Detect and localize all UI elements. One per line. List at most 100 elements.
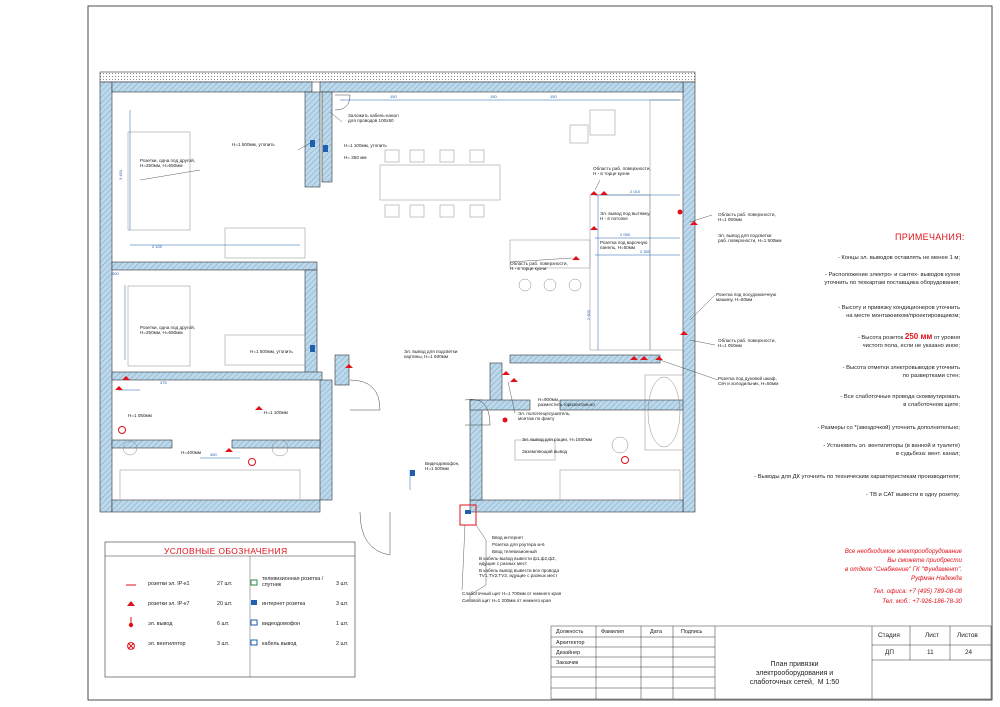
legend-left-label-4: эл. вентилятор (148, 641, 186, 647)
tb-header-name: Фамилия (601, 629, 624, 635)
note-9: - Выводы для ДК уточнить по техническим … (754, 474, 960, 480)
label-intercom: Видеодомофон, Н=1 500мм (425, 461, 460, 472)
sheet-border (87, 5, 993, 701)
svg-text:150: 150 (390, 94, 397, 99)
svg-text:450: 450 (210, 452, 217, 457)
legend-left-count-1: 27 шт. (217, 581, 233, 587)
legend-right-count-2: 3 шт. (336, 601, 349, 607)
label-panel-2: Розетка для роутера м-6 (492, 542, 545, 547)
label-kitchen-surface-2: Область раб. поверхности, Н - в торце ку… (510, 261, 568, 272)
label-panel-1: Ввод интернет (492, 535, 524, 540)
label-panel-3: Ввод телевизионный (492, 549, 537, 554)
label-bed2-sockets: Розетки, одна под другой, Н=250мм, Н=650… (140, 325, 195, 336)
legend-right-label-3: видеодомофон (262, 621, 301, 627)
svg-text:150: 150 (490, 94, 497, 99)
label-kitchen-surface-1: Область раб. поверхности, Н - в торце ку… (593, 166, 651, 177)
legend-left-label-2: розетки эл. IP-к7 (148, 601, 190, 607)
note-7: - Размеры со *(звездочкой) уточнить допо… (817, 425, 960, 431)
svg-text:2 050: 2 050 (620, 232, 631, 237)
tb-drawing-title: План привязки электрооборудования и слаб… (749, 661, 840, 686)
facade-strip (99, 71, 696, 83)
intercom-icon (250, 619, 258, 626)
legend-right-label-1: телевизионная розетка / спутник (262, 576, 324, 588)
svg-text:2 010: 2 010 (630, 189, 641, 194)
ventilator-icon (127, 642, 135, 650)
label-panel-5: В кабель вывод вывести все провода TV1,T… (479, 568, 559, 579)
tb-row-customer: Заказчик (556, 660, 579, 666)
sockets (115, 191, 698, 466)
legend-frame (104, 541, 356, 678)
legend-right-count-4: 2 шт. (336, 641, 349, 647)
tb-header-sign: Подпись (681, 629, 703, 635)
label-towel: Эл. полотенцесушитель, монтаж по факту (518, 411, 571, 422)
contact-line-3: в отделе "Снабжение" ГК "Фундамент". (845, 566, 962, 573)
label-hood: Эл. вывод под вытяжку, Н - в потолке (600, 211, 651, 222)
note-1: - Концы эл. выводов оставлять не менее 1… (837, 255, 960, 261)
cable-outlet-icon (250, 639, 258, 646)
internet-socket-icon (251, 600, 257, 605)
label-h350: Н= 350 мм (344, 155, 367, 160)
legend-right-label-4: кабель вывод (262, 641, 297, 647)
legend-right-count-3: 1 шт. (336, 621, 349, 627)
legend-right-label-2: интернет розетка (262, 601, 306, 607)
legend-icons (126, 579, 258, 650)
socket-ip-k7-icon (127, 601, 135, 606)
tv-socket-icon (250, 579, 258, 586)
label-surface-right-3: Область раб. поверхности, Н=1 050мм (718, 338, 776, 349)
label-h900: Н=900мм, разместить горизонтально (538, 397, 595, 408)
label-h1500-1: Н=1 500мм, утопить (232, 142, 275, 147)
svg-text:150: 150 (550, 94, 557, 99)
note-4: - Высота розеток 250 мм от уровня чистог… (857, 332, 960, 349)
label-sink-out: Эл. вывод для рации, Н=1600мм (522, 437, 593, 442)
label-picture-light: Эл. вывод для подсветки картины, Н=1 600… (404, 349, 458, 360)
svg-text:375: 375 (160, 380, 167, 385)
label-h400: Н=400мм (181, 450, 201, 455)
label-panel-4: В кабель-вывод вывести ф1,ф2,ф3, идущие … (479, 556, 556, 567)
tb-header-date: Дата (650, 629, 662, 635)
svg-text:2 600: 2 600 (586, 309, 591, 320)
label-surface-right-1: Область раб. поверхности, Н=1 050мм (718, 212, 776, 223)
label-h1050: Н=1 050мм (128, 413, 152, 418)
low-voltage-outlets (310, 140, 477, 526)
label-bed1-sockets: Розетки, одна под другой, Н=250мм, Н=650… (140, 158, 195, 169)
label-oven: Розетка под духовой шкаф, Свч и холодиль… (718, 376, 779, 387)
title-block-grid (550, 625, 992, 700)
note-2: - Расположение электро- и сантех- выводо… (824, 272, 960, 286)
note-3: - Высоту и привязку кондиционеров уточни… (838, 305, 960, 319)
note-8: - Установить эл. вентиляторы (в ванной и… (823, 443, 960, 457)
interior-walls (111, 91, 684, 501)
furniture (119, 99, 684, 501)
tb-row-architect: Архитектор (556, 640, 585, 646)
contact-line-1: Все необходимое электрооборудование (844, 548, 962, 555)
legend-left-count-4: 3 шт. (217, 641, 230, 647)
legend-left-count-2: 20 шт. (217, 601, 233, 607)
label-h1100: Н=1 100мм, утопить (344, 143, 387, 148)
contact-line-5: Тел. офиса: +7 (495) 789-08-08 (873, 588, 962, 595)
contact-line-2: Вы сможете приобрести (887, 557, 962, 564)
notes-title: ПРИМЕЧАНИЯ: (895, 232, 965, 242)
doors (334, 94, 491, 556)
tb-sheet-value: 11 (927, 649, 934, 656)
tb-sheet-header: Лист (925, 632, 939, 639)
tb-stage-header: Стадия (878, 632, 900, 639)
legend-left-count-3: 6 шт. (217, 621, 230, 627)
legend-right-count-1: 3 шт. (336, 581, 349, 587)
dimension-lines (118, 99, 680, 490)
tb-sheets-header: Листов (957, 632, 978, 639)
label-h1500-2: Н=1 500мм, утопить (250, 349, 293, 354)
contact-line-6: Тел. моб.: +7-926-186-78-30 (882, 598, 962, 605)
contact-line-4: Руфман Надежда (910, 575, 962, 582)
label-cable-channel: Заложить кабель-канал для проводов 100х5… (348, 113, 399, 124)
label-hob: Розетка под варочную панель, Н=50мм (600, 240, 648, 251)
label-panel-7: Силовой щит Н=1 200мм от нижнего края (462, 598, 551, 603)
leader-lines (139, 111, 719, 602)
label-dishwasher: Розетка под посудомоечную машину, Н=50мм (716, 292, 777, 303)
tb-row-designer: Дизайнер (556, 650, 581, 656)
legend-left-label-1: розетки эл. IP-к1 (148, 581, 190, 587)
svg-text:2 100: 2 100 (152, 244, 163, 249)
legend-left-label-3: эл. вывод (148, 621, 173, 627)
label-surface-right-2: Эл. вывод для подсветки раб. поверхности… (718, 233, 782, 244)
svg-text:2 350: 2 350 (640, 249, 651, 254)
note-6: - Все слаботочные провода скоммутировать… (840, 394, 960, 408)
